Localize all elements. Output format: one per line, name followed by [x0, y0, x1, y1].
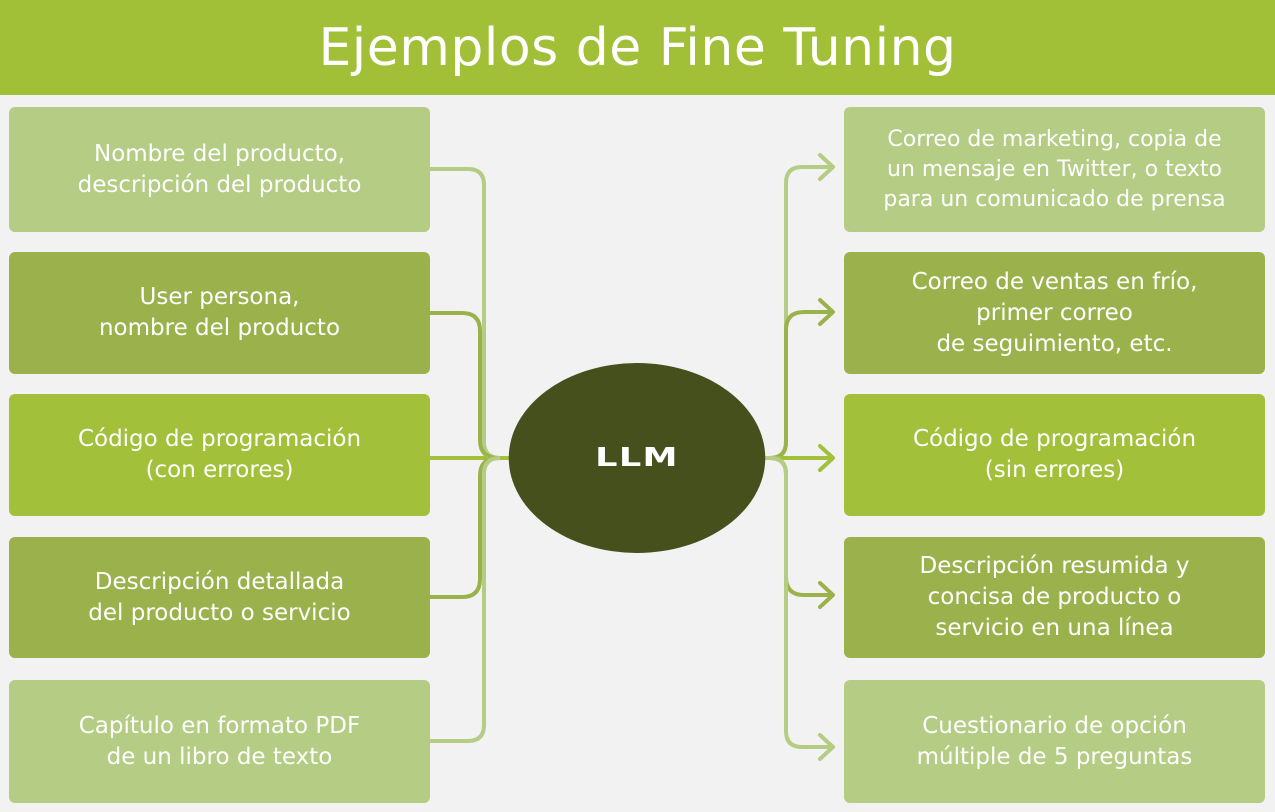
output-box-text: Descripción resumida y concisa de produc… [919, 553, 1190, 641]
page-title: Ejemplos de Fine Tuning [318, 17, 957, 78]
input-box-2: User persona, nombre del producto [9, 252, 430, 374]
input-box-1: Nombre del producto, descripción del pro… [9, 107, 430, 232]
output-box-1: Correo de marketing, copia de un mensaje… [844, 107, 1265, 232]
input-box-4: Descripción detallada del producto o ser… [9, 537, 430, 658]
connector-input-4 [430, 456, 499, 599]
input-box-5: Capítulo en formato PDF de un libro de t… [9, 680, 430, 803]
output-box-2: Correo de ventas en frío, primer correo … [844, 252, 1265, 374]
connector-output-5 [732, 456, 833, 749]
output-box-text: Correo de marketing, copia de un mensaje… [883, 126, 1226, 212]
header-banner: Ejemplos de Fine Tuning [0, 0, 1275, 95]
output-box-text: Cuestionario de opción múltiple de 5 pre… [916, 712, 1193, 770]
arrowhead-output-5 [818, 733, 835, 761]
arrowhead-output-4 [818, 581, 835, 609]
input-box-text: Código de programación (con errores) [77, 426, 362, 483]
arrowhead-output-2 [818, 298, 835, 326]
connector-input-2 [430, 311, 499, 460]
output-box-text: Correo de ventas en frío, primer correo … [911, 268, 1198, 357]
connector-input-5 [430, 456, 501, 743]
arrowhead-output-3 [818, 444, 835, 472]
output-box-5: Cuestionario de opción múltiple de 5 pre… [844, 680, 1265, 803]
input-box-text: Descripción detallada del producto o ser… [88, 568, 351, 626]
output-box-3: Código de programación (sin errores) [844, 394, 1265, 516]
output-box-text: Código de programación (sin errores) [912, 426, 1197, 483]
input-box-3: Código de programación (con errores) [9, 394, 430, 516]
arrowhead-output-1 [818, 153, 835, 181]
input-box-text: User persona, nombre del producto [98, 284, 341, 341]
input-box-text: Capítulo en formato PDF de un libro de t… [78, 712, 361, 770]
llm-label: LLM [595, 443, 679, 473]
output-box-4: Descripción resumida y concisa de produc… [844, 537, 1265, 658]
input-box-text: Nombre del producto, descripción del pro… [77, 140, 362, 198]
llm-node: LLM [508, 363, 766, 553]
